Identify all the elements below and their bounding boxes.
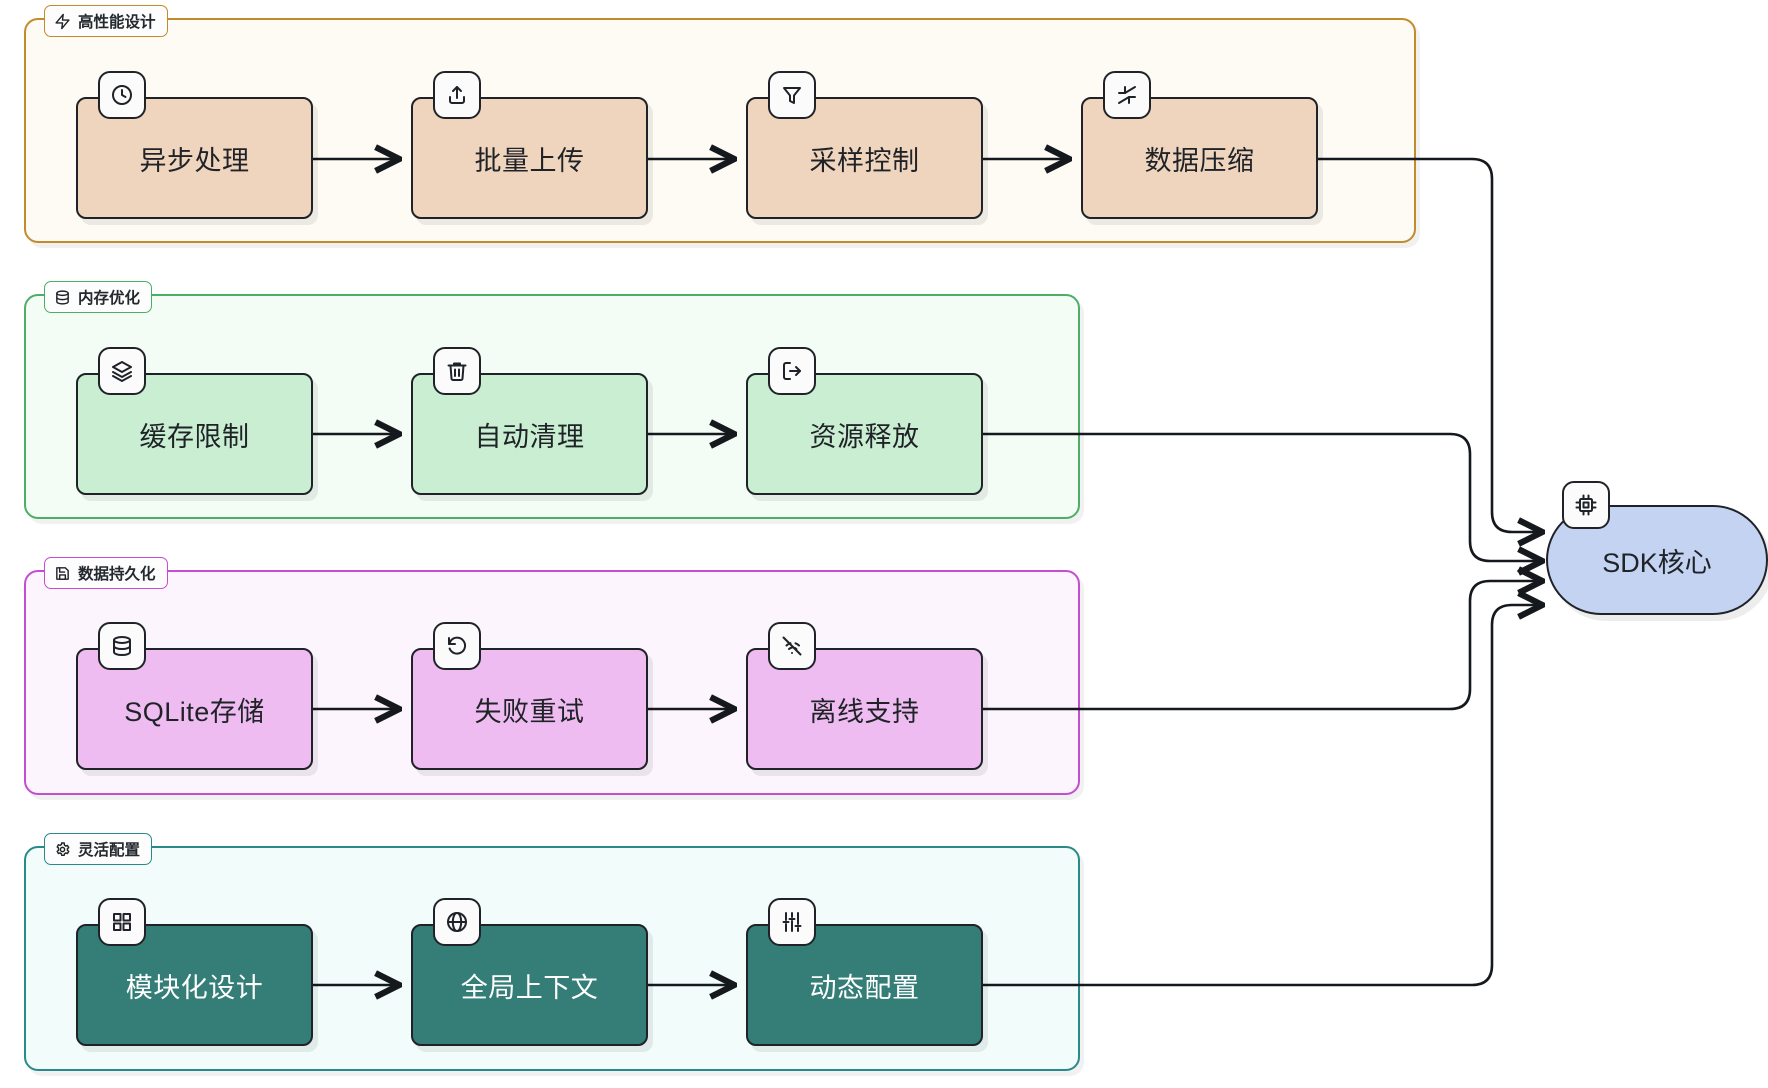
- rotate-ccw-icon: [433, 622, 481, 670]
- grid-icon: [98, 898, 146, 946]
- node-label: SDK核心: [1602, 547, 1712, 578]
- node-label: 动态配置: [809, 972, 920, 1003]
- subgraph-label-persistence: 数据持久化: [44, 557, 168, 589]
- gear-icon: [54, 841, 71, 858]
- subgraph-label-memory: 内存优化: [44, 281, 153, 313]
- node-label: 模块化设计: [125, 972, 264, 1003]
- zap-icon: [54, 13, 71, 30]
- node-compression[interactable]: 数据压缩: [1081, 71, 1318, 219]
- node-resource-release[interactable]: 资源释放: [746, 347, 983, 495]
- clock-icon: [98, 71, 146, 119]
- filter-icon: [768, 71, 816, 119]
- layers-icon: [98, 347, 146, 395]
- database-icon: [98, 622, 146, 670]
- node-label: 资源释放: [809, 421, 920, 452]
- subgraph-label-config: 灵活配置: [44, 833, 153, 865]
- node-label: 异步处理: [139, 145, 250, 176]
- node-cache-limit[interactable]: 缓存限制: [76, 347, 313, 495]
- node-global-context[interactable]: 全局上下文: [411, 898, 648, 1046]
- trash-icon: [433, 347, 481, 395]
- node-label: 自动清理: [474, 421, 585, 452]
- node-label: SQLite存储: [124, 696, 265, 727]
- wifi-off-icon: [768, 622, 816, 670]
- node-batch-upload[interactable]: 批量上传: [411, 71, 648, 219]
- subgraph-label-perf: 高性能设计: [44, 5, 168, 37]
- database-icon: [54, 289, 71, 306]
- node-dynamic-config[interactable]: 动态配置: [746, 898, 983, 1046]
- globe-icon: [433, 898, 481, 946]
- subgraph-label-text: 内存优化: [78, 290, 141, 307]
- node-label: 缓存限制: [139, 421, 250, 452]
- node-auto-clean[interactable]: 自动清理: [411, 347, 648, 495]
- node-label: 采样控制: [809, 145, 920, 176]
- cpu-icon: [1562, 481, 1610, 529]
- node-sampling[interactable]: 采样控制: [746, 71, 983, 219]
- node-failure-retry[interactable]: 失败重试: [411, 622, 648, 770]
- node-label: 批量上传: [474, 145, 585, 176]
- subgraph-label-text: 灵活配置: [78, 842, 141, 859]
- node-label: 数据压缩: [1144, 145, 1255, 176]
- node-modular-design[interactable]: 模块化设计: [76, 898, 313, 1046]
- node-offline-support[interactable]: 离线支持: [746, 622, 983, 770]
- node-label: 全局上下文: [460, 972, 599, 1003]
- subgraph-label-text: 高性能设计: [78, 14, 156, 31]
- sliders-icon: [768, 898, 816, 946]
- save-icon: [54, 565, 71, 582]
- node-label: 离线支持: [809, 696, 920, 727]
- node-sqlite-storage[interactable]: SQLite存储: [76, 622, 313, 770]
- subgraph-label-text: 数据持久化: [78, 566, 156, 583]
- minimize-icon: [1103, 71, 1151, 119]
- node-sdk-core[interactable]: SDK核心: [1546, 481, 1768, 615]
- log-out-icon: [768, 347, 816, 395]
- node-label: 失败重试: [474, 696, 585, 727]
- upload-icon: [433, 71, 481, 119]
- node-async[interactable]: 异步处理: [76, 71, 313, 219]
